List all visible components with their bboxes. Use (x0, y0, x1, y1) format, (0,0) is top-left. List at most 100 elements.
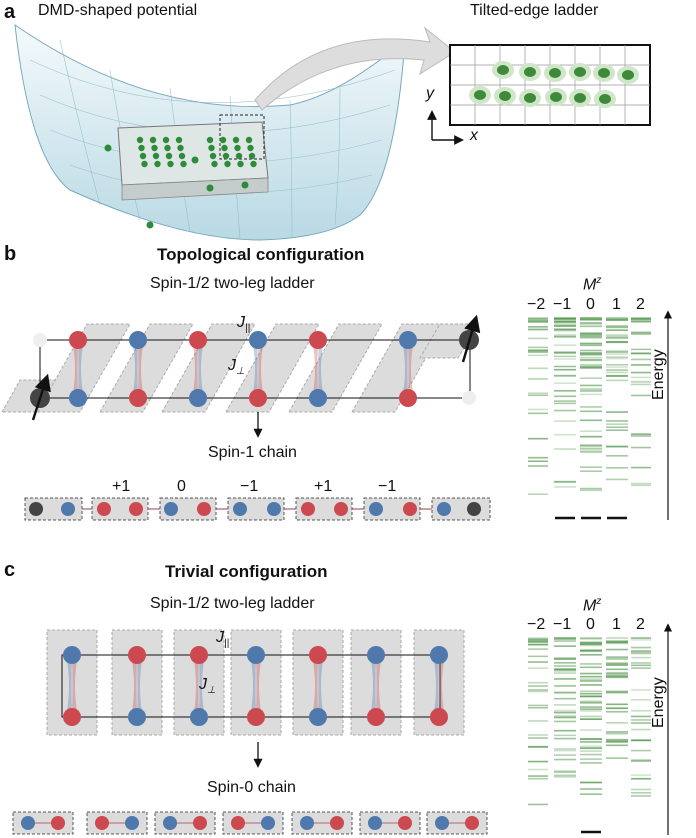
atom (211, 160, 218, 168)
spectrum-title-b: Mz (583, 275, 602, 294)
bond-left (192, 340, 198, 398)
spin-site (129, 331, 147, 349)
stray-atom (146, 221, 154, 229)
spin-0-site (330, 816, 344, 830)
ladder-image-title: Tilted-edge ladder (470, 2, 599, 19)
parallelogram-box (99, 323, 194, 413)
chain-site (403, 502, 417, 516)
trivial-title: Trivial configuration (165, 562, 328, 581)
atom (247, 144, 254, 152)
bond-right (78, 340, 84, 398)
stray-atom (191, 156, 199, 164)
stray-atom (206, 184, 214, 192)
panel-b (1, 310, 673, 521)
atom (234, 144, 241, 152)
atom-spot (499, 91, 511, 101)
panel-a (14, 23, 651, 241)
atom (136, 136, 144, 144)
faded-site (33, 333, 47, 347)
chain-value-4: +1 (314, 478, 333, 495)
atom-spot (599, 94, 611, 104)
stray-atom (241, 181, 249, 189)
energy-label-b: Energy (650, 349, 667, 400)
chain-value-3: −1 (240, 478, 259, 495)
bond-left (312, 340, 318, 398)
spectrum-tick-c-2: −1 (553, 616, 572, 633)
bond-right (439, 655, 445, 717)
spin-0-chain (12, 811, 488, 835)
spectrum-title-c: Mz (583, 596, 602, 615)
energy-label-c: Energy (650, 677, 667, 728)
spin-site (190, 646, 208, 664)
bond-right (198, 340, 204, 398)
chain-site (369, 502, 383, 516)
bond-left (193, 655, 199, 717)
spin-site (69, 331, 87, 349)
atom (232, 136, 240, 144)
atom (138, 144, 145, 152)
spectrum-tick-b-4: 1 (612, 296, 621, 313)
topological-parallelogram-boxes (1, 323, 479, 413)
spectrum-b (528, 317, 651, 520)
spin-0-site (231, 816, 245, 830)
chain-label-b: Spin-1 chain (208, 444, 297, 461)
atom-spot (524, 93, 536, 103)
atom (177, 144, 184, 152)
spin-site (309, 331, 327, 349)
spin-site (309, 389, 327, 407)
spin-site (129, 389, 147, 407)
atom-spot (574, 67, 586, 77)
atom-spot (550, 92, 562, 102)
parallelogram-box (161, 323, 256, 413)
dmd-title: DMD-shaped potential (38, 2, 198, 19)
spin-site (63, 708, 81, 726)
atom-spot (574, 93, 586, 103)
j-parallel-b: J|| (237, 314, 251, 335)
bond-left (66, 655, 72, 717)
spin-site (247, 708, 265, 726)
spin-site (399, 389, 417, 407)
dmd-potential-surface (14, 23, 406, 241)
spin-site (189, 389, 207, 407)
spin-site (309, 646, 327, 664)
parallelogram-box (36, 323, 131, 413)
spectrum-tick-b-3: 0 (586, 296, 595, 313)
chain-value-1: +1 (112, 478, 131, 495)
bond-left (433, 655, 439, 717)
spectrum-tick-c-1: −2 (527, 616, 546, 633)
parallelogram-box (351, 323, 446, 413)
spin-0-site (261, 816, 275, 830)
faded-site (462, 391, 476, 405)
bond-right (376, 655, 382, 717)
spin-site (247, 646, 265, 664)
atom (175, 136, 183, 144)
spectrum-tick-b-5: 2 (636, 296, 645, 313)
spin-0-site (95, 816, 109, 830)
atom (178, 152, 186, 160)
chain-site (61, 502, 75, 516)
bond-left (370, 655, 376, 717)
j-perp-b: J⊥ (228, 357, 245, 378)
spin-0-site (51, 816, 65, 830)
topological-title: Topological configuration (157, 245, 365, 264)
bond-right (258, 340, 264, 398)
bond-left (250, 655, 256, 717)
edge-spins-b (30, 314, 481, 421)
chain-site (334, 502, 348, 516)
j-parallel-c: J|| (216, 629, 230, 650)
spin-site (430, 646, 448, 664)
spin-site (367, 708, 385, 726)
panel-letter-a: a (4, 1, 16, 23)
bond-right (408, 340, 414, 398)
bond-left (402, 340, 408, 398)
atom (151, 144, 158, 152)
spectrum-tick-b-1: −2 (527, 296, 546, 313)
spin-site (63, 646, 81, 664)
bond-right (72, 655, 78, 717)
spin-0-site (435, 816, 449, 830)
spectrum-tick-c-5: 2 (636, 616, 645, 633)
atom-spot (549, 68, 561, 78)
atom (224, 160, 231, 168)
spectrum-tick-c-3: 0 (586, 616, 595, 633)
